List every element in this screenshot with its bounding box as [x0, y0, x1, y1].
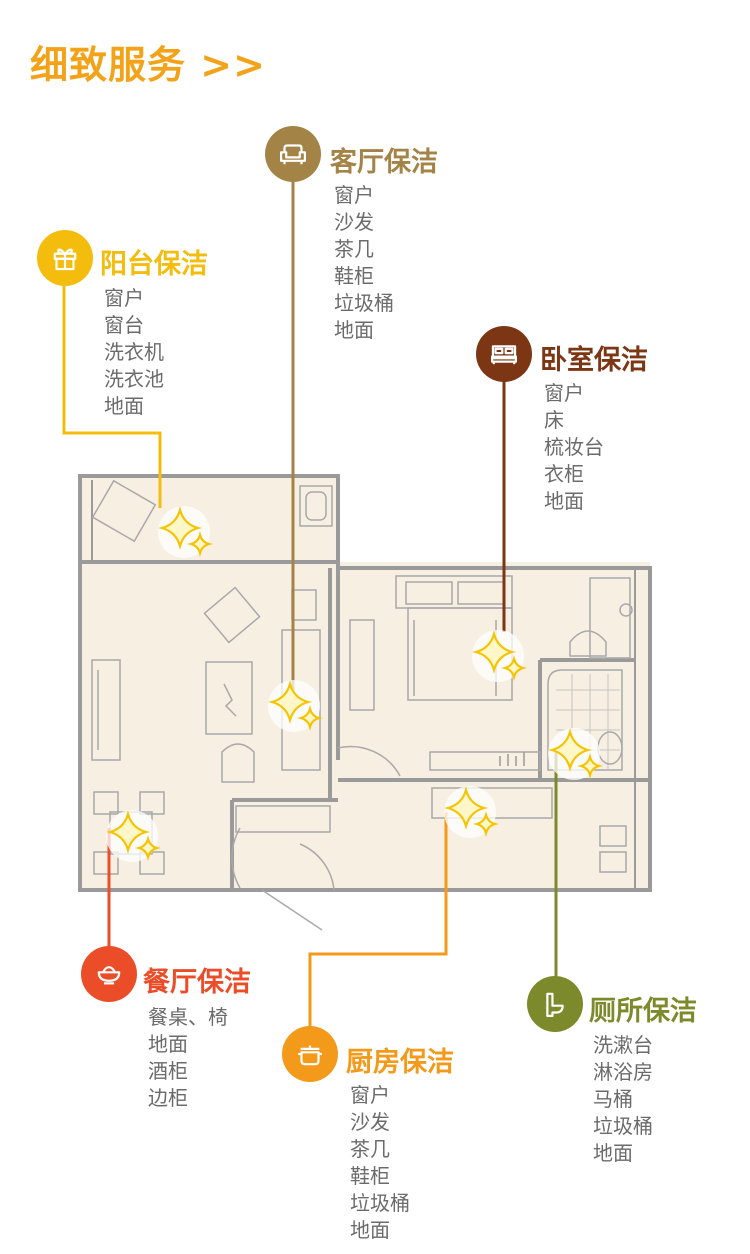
list-item: 边柜	[148, 1086, 188, 1110]
list-item: 洗衣机	[104, 340, 164, 364]
kitchen-title: 厨房保洁	[346, 1047, 454, 1078]
list-item: 鞋柜	[350, 1164, 390, 1188]
bedroom-title: 卧室保洁	[540, 345, 648, 376]
list-item: 地面	[148, 1032, 188, 1056]
list-item: 洗漱台	[593, 1033, 653, 1057]
list-item: 窗户	[104, 286, 144, 310]
sparkle-icon	[105, 809, 162, 862]
list-item: 垃圾桶	[334, 291, 394, 315]
list-item: 垃圾桶	[350, 1191, 410, 1215]
list-item: 垃圾桶	[593, 1114, 653, 1138]
sparkle-icon	[471, 629, 528, 682]
rice-bowl-icon	[81, 946, 137, 1002]
sparkle-icon	[267, 679, 324, 732]
list-item: 地面	[593, 1141, 633, 1165]
list-item: 沙发	[334, 210, 374, 234]
list-item: 衣柜	[544, 462, 584, 486]
bedroom-items: 窗户 床 梳妆台 衣柜 地面	[544, 380, 604, 515]
floor-plan-walls	[78, 474, 652, 892]
list-item: 窗户	[334, 183, 374, 207]
list-item: 沙发	[350, 1110, 390, 1134]
bathroom-title: 厕所保洁	[589, 996, 697, 1027]
sparkle-icon	[443, 785, 500, 838]
list-item: 床	[544, 408, 564, 432]
sparkle-icon	[547, 727, 604, 780]
living-room-items: 窗户 沙发 茶几 鞋柜 垃圾桶 地面	[334, 182, 394, 344]
toilet-icon	[527, 976, 583, 1032]
page-title: 细致服务 >>	[30, 43, 266, 87]
gift-box-icon	[37, 230, 93, 286]
kitchen-items: 窗户 沙发 茶几 鞋柜 垃圾桶 地面	[350, 1082, 410, 1244]
list-item: 窗户	[544, 381, 584, 405]
dining-items: 餐桌、椅 地面 酒柜 边柜	[148, 1004, 228, 1112]
list-item: 洗衣池	[104, 367, 164, 391]
list-item: 窗户	[350, 1083, 390, 1107]
list-item: 地面	[334, 318, 374, 342]
list-item: 鞋柜	[334, 264, 374, 288]
list-item: 窗台	[104, 313, 144, 337]
dining-title: 餐厅保洁	[143, 967, 251, 998]
list-item: 茶几	[350, 1137, 390, 1161]
sofa-icon	[265, 126, 321, 182]
living-room-title: 客厅保洁	[330, 147, 438, 178]
list-item: 地面	[350, 1218, 390, 1242]
balcony-title: 阳台保洁	[100, 249, 208, 280]
list-item: 地面	[544, 489, 584, 513]
balcony-items: 窗户 窗台 洗衣机 洗衣池 地面	[104, 285, 164, 420]
list-item: 地面	[104, 394, 144, 418]
list-item: 梳妆台	[544, 435, 604, 459]
list-item: 淋浴房	[593, 1060, 653, 1084]
list-item: 酒柜	[148, 1059, 188, 1083]
bathroom-items: 洗漱台 淋浴房 马桶 垃圾桶 地面	[593, 1032, 653, 1167]
list-item: 茶几	[334, 237, 374, 261]
bed-icon	[476, 326, 532, 382]
sparkle-icon	[157, 505, 214, 558]
list-item: 马桶	[593, 1087, 633, 1111]
list-item: 餐桌、椅	[148, 1005, 228, 1029]
cooking-pot-icon	[282, 1026, 338, 1082]
